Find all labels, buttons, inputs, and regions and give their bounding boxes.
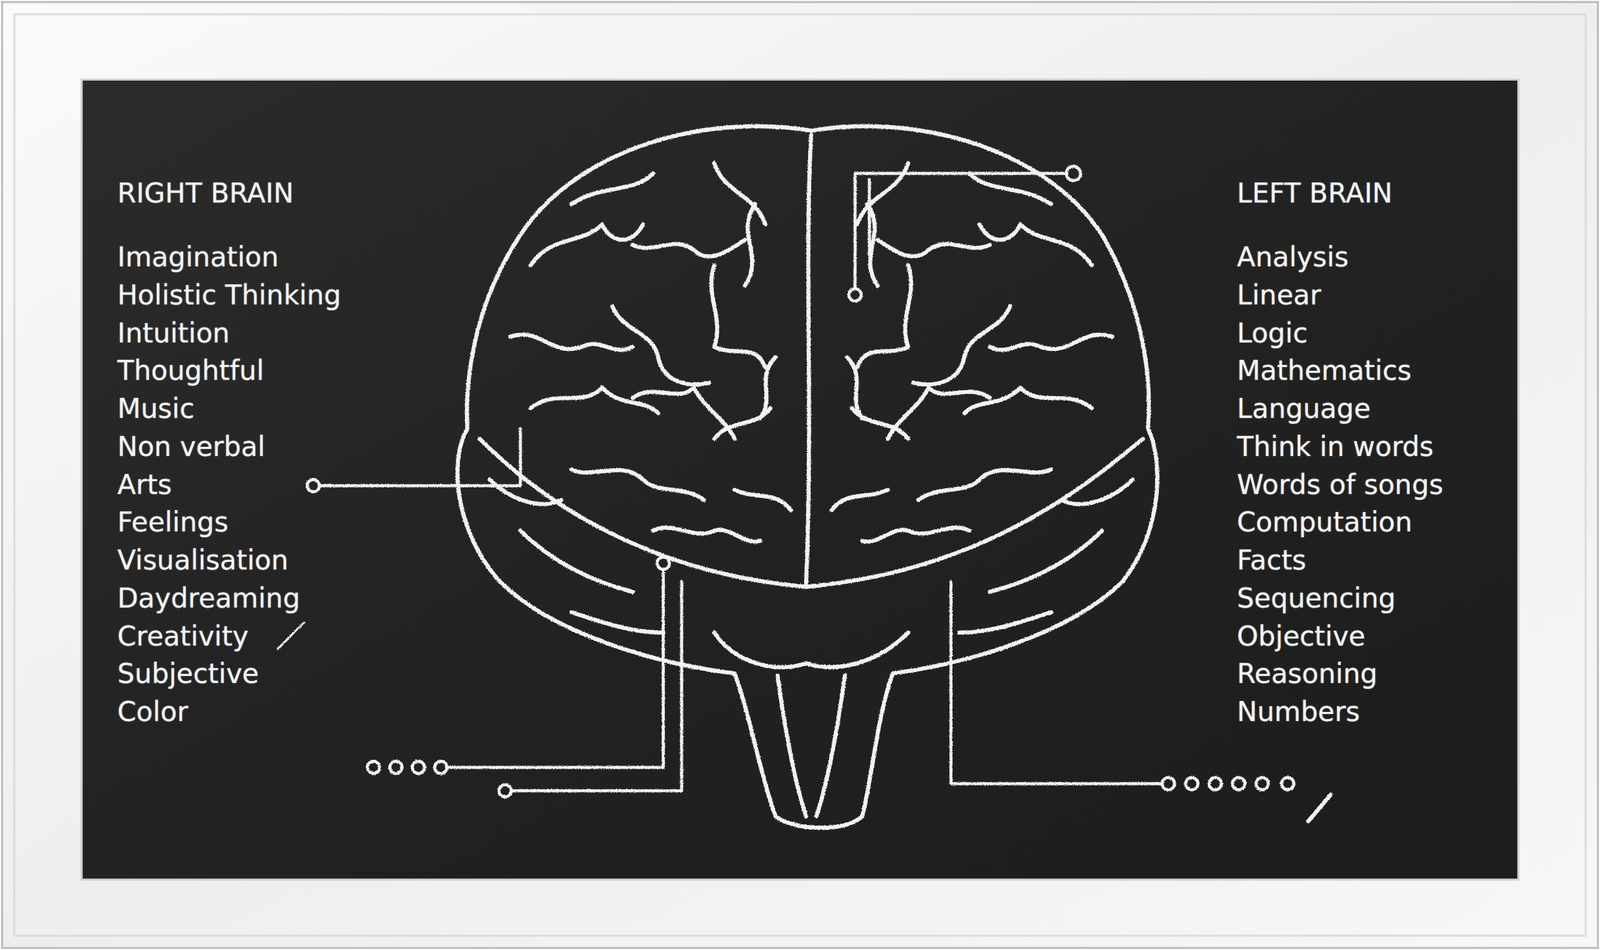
trait-label: Linear: [1236, 279, 1322, 312]
blackboard: [81, 79, 1519, 880]
trait-label: Reasoning: [1236, 657, 1378, 691]
trait-label: Analysis: [1236, 241, 1349, 274]
trait-label: Intuition: [117, 317, 230, 350]
trait-label: Non verbal: [117, 430, 266, 464]
brain-midline: [806, 134, 812, 584]
leader-dot: [1209, 777, 1222, 791]
brain-fold: [490, 479, 562, 505]
leader-line: [446, 569, 663, 768]
leader-dot: [434, 760, 447, 774]
leader-dot: [499, 784, 512, 798]
brain-fold: [571, 173, 654, 204]
trait-label: Creativity: [117, 620, 249, 653]
brain-fold: [571, 469, 705, 500]
brain-fold: [530, 224, 643, 266]
trait-label: Color: [117, 695, 189, 729]
leader-dot: [1232, 777, 1245, 791]
leader-line: [855, 173, 1067, 288]
leader-dot: [848, 288, 861, 302]
brain-fold: [530, 387, 659, 414]
brain-fold: [612, 306, 709, 385]
cerebellum-edge: [714, 632, 909, 667]
brain-fold: [734, 489, 791, 511]
trait-label: Numbers: [1236, 695, 1361, 729]
frame-inner-edge: [14, 14, 1586, 936]
trait-label: Feelings: [117, 506, 229, 539]
frontal-edge: [479, 438, 1143, 587]
brain-stem-line: [777, 675, 807, 816]
trait-label: Daydreaming: [117, 582, 300, 615]
column-heading: LEFT BRAIN: [1236, 177, 1393, 210]
trait-label: Sequencing: [1236, 582, 1396, 615]
column-heading: RIGHT BRAIN: [117, 177, 295, 210]
trait-label: Subjective: [117, 657, 259, 691]
brain-folds: [490, 163, 792, 633]
brain-fold: [571, 612, 663, 633]
leader-dot: [657, 557, 670, 570]
trait-label: Mathematics: [1236, 354, 1412, 387]
leader-line: [951, 581, 1163, 784]
leader-dot: [1162, 777, 1175, 791]
trait-label: Objective: [1236, 620, 1366, 653]
brain-fold: [653, 527, 761, 542]
leader-line: [868, 179, 872, 255]
leader-line: [319, 428, 521, 487]
leader-dot: [306, 479, 320, 493]
brain-fold: [714, 163, 766, 225]
brain-outline: [457, 126, 1157, 829]
trait-label: Facts: [1236, 544, 1306, 577]
leader-dot: [1256, 777, 1269, 791]
trait-label: Words of songs: [1236, 468, 1444, 502]
leader-dot: [367, 760, 380, 774]
trait-label: Arts: [117, 468, 172, 502]
chalk-mark: [277, 622, 304, 649]
trait-label: Logic: [1236, 317, 1308, 350]
brain-stem-line: [816, 675, 845, 816]
trait-label: Think in words: [1236, 430, 1434, 464]
trait-label: Language: [1236, 392, 1371, 425]
leader-dot: [1185, 777, 1199, 791]
brain-fold: [744, 203, 756, 286]
leader-dot: [412, 760, 425, 774]
trait-label: Visualisation: [117, 544, 289, 577]
trait-label: Computation: [1236, 506, 1413, 539]
trait-label: Thoughtful: [117, 354, 264, 387]
leader-dot: [1281, 777, 1294, 791]
brain-fold: [632, 239, 745, 257]
trait-label: Music: [117, 392, 195, 425]
brain-fold: [711, 265, 766, 367]
brain-fold: [760, 357, 776, 419]
trait-label: Holistic Thinking: [117, 279, 342, 312]
leader-dot: [389, 760, 402, 774]
leader-dot: [1066, 166, 1081, 181]
leader-line: [511, 581, 682, 791]
trait-label: Imagination: [117, 241, 279, 274]
brain-fold: [510, 334, 633, 351]
brain-folds-mirrored: [831, 163, 1134, 633]
brain-drawing: [457, 126, 1157, 829]
leader-lines: [277, 166, 1331, 822]
brain-fold: [520, 530, 633, 593]
chalk-mark: [1307, 795, 1331, 822]
